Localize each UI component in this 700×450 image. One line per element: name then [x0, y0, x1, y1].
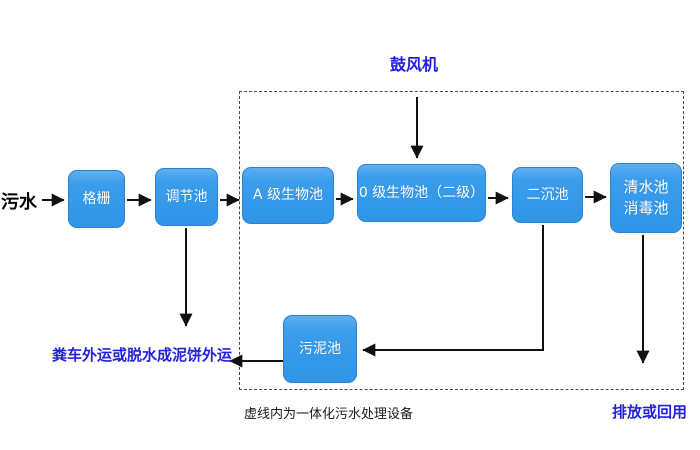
effluent-label: 排放或回用	[612, 403, 688, 421]
sludge-disposal-label: 粪车外运或脱水成泥饼外运	[52, 346, 233, 364]
node-bio-tank-o: 0 级生物池（二级）	[357, 164, 486, 222]
integrated-equipment-boundary	[239, 91, 684, 390]
arrow-clarifier-to-sludge-tank	[362, 225, 544, 357]
clear-tank-label-line1: 清水池	[623, 178, 669, 196]
clear-tank-label-line2: 消毒池	[623, 199, 669, 217]
node-regulating-tank: 调节池	[155, 168, 218, 226]
dashed-boundary-note: 虚线内为一体化污水处理设备	[244, 407, 414, 422]
node-clear-water-disinfection-tank: 清水池 消毒池	[610, 163, 682, 233]
blower-label: 鼓风机	[390, 55, 439, 74]
node-grid: 格栅	[68, 170, 125, 228]
node-secondary-clarifier: 二沉池	[512, 167, 583, 223]
node-bio-tank-a: A 级生物池	[242, 167, 334, 224]
influent-label: 污水	[1, 192, 37, 213]
node-sludge-tank: 污泥池	[283, 315, 357, 383]
